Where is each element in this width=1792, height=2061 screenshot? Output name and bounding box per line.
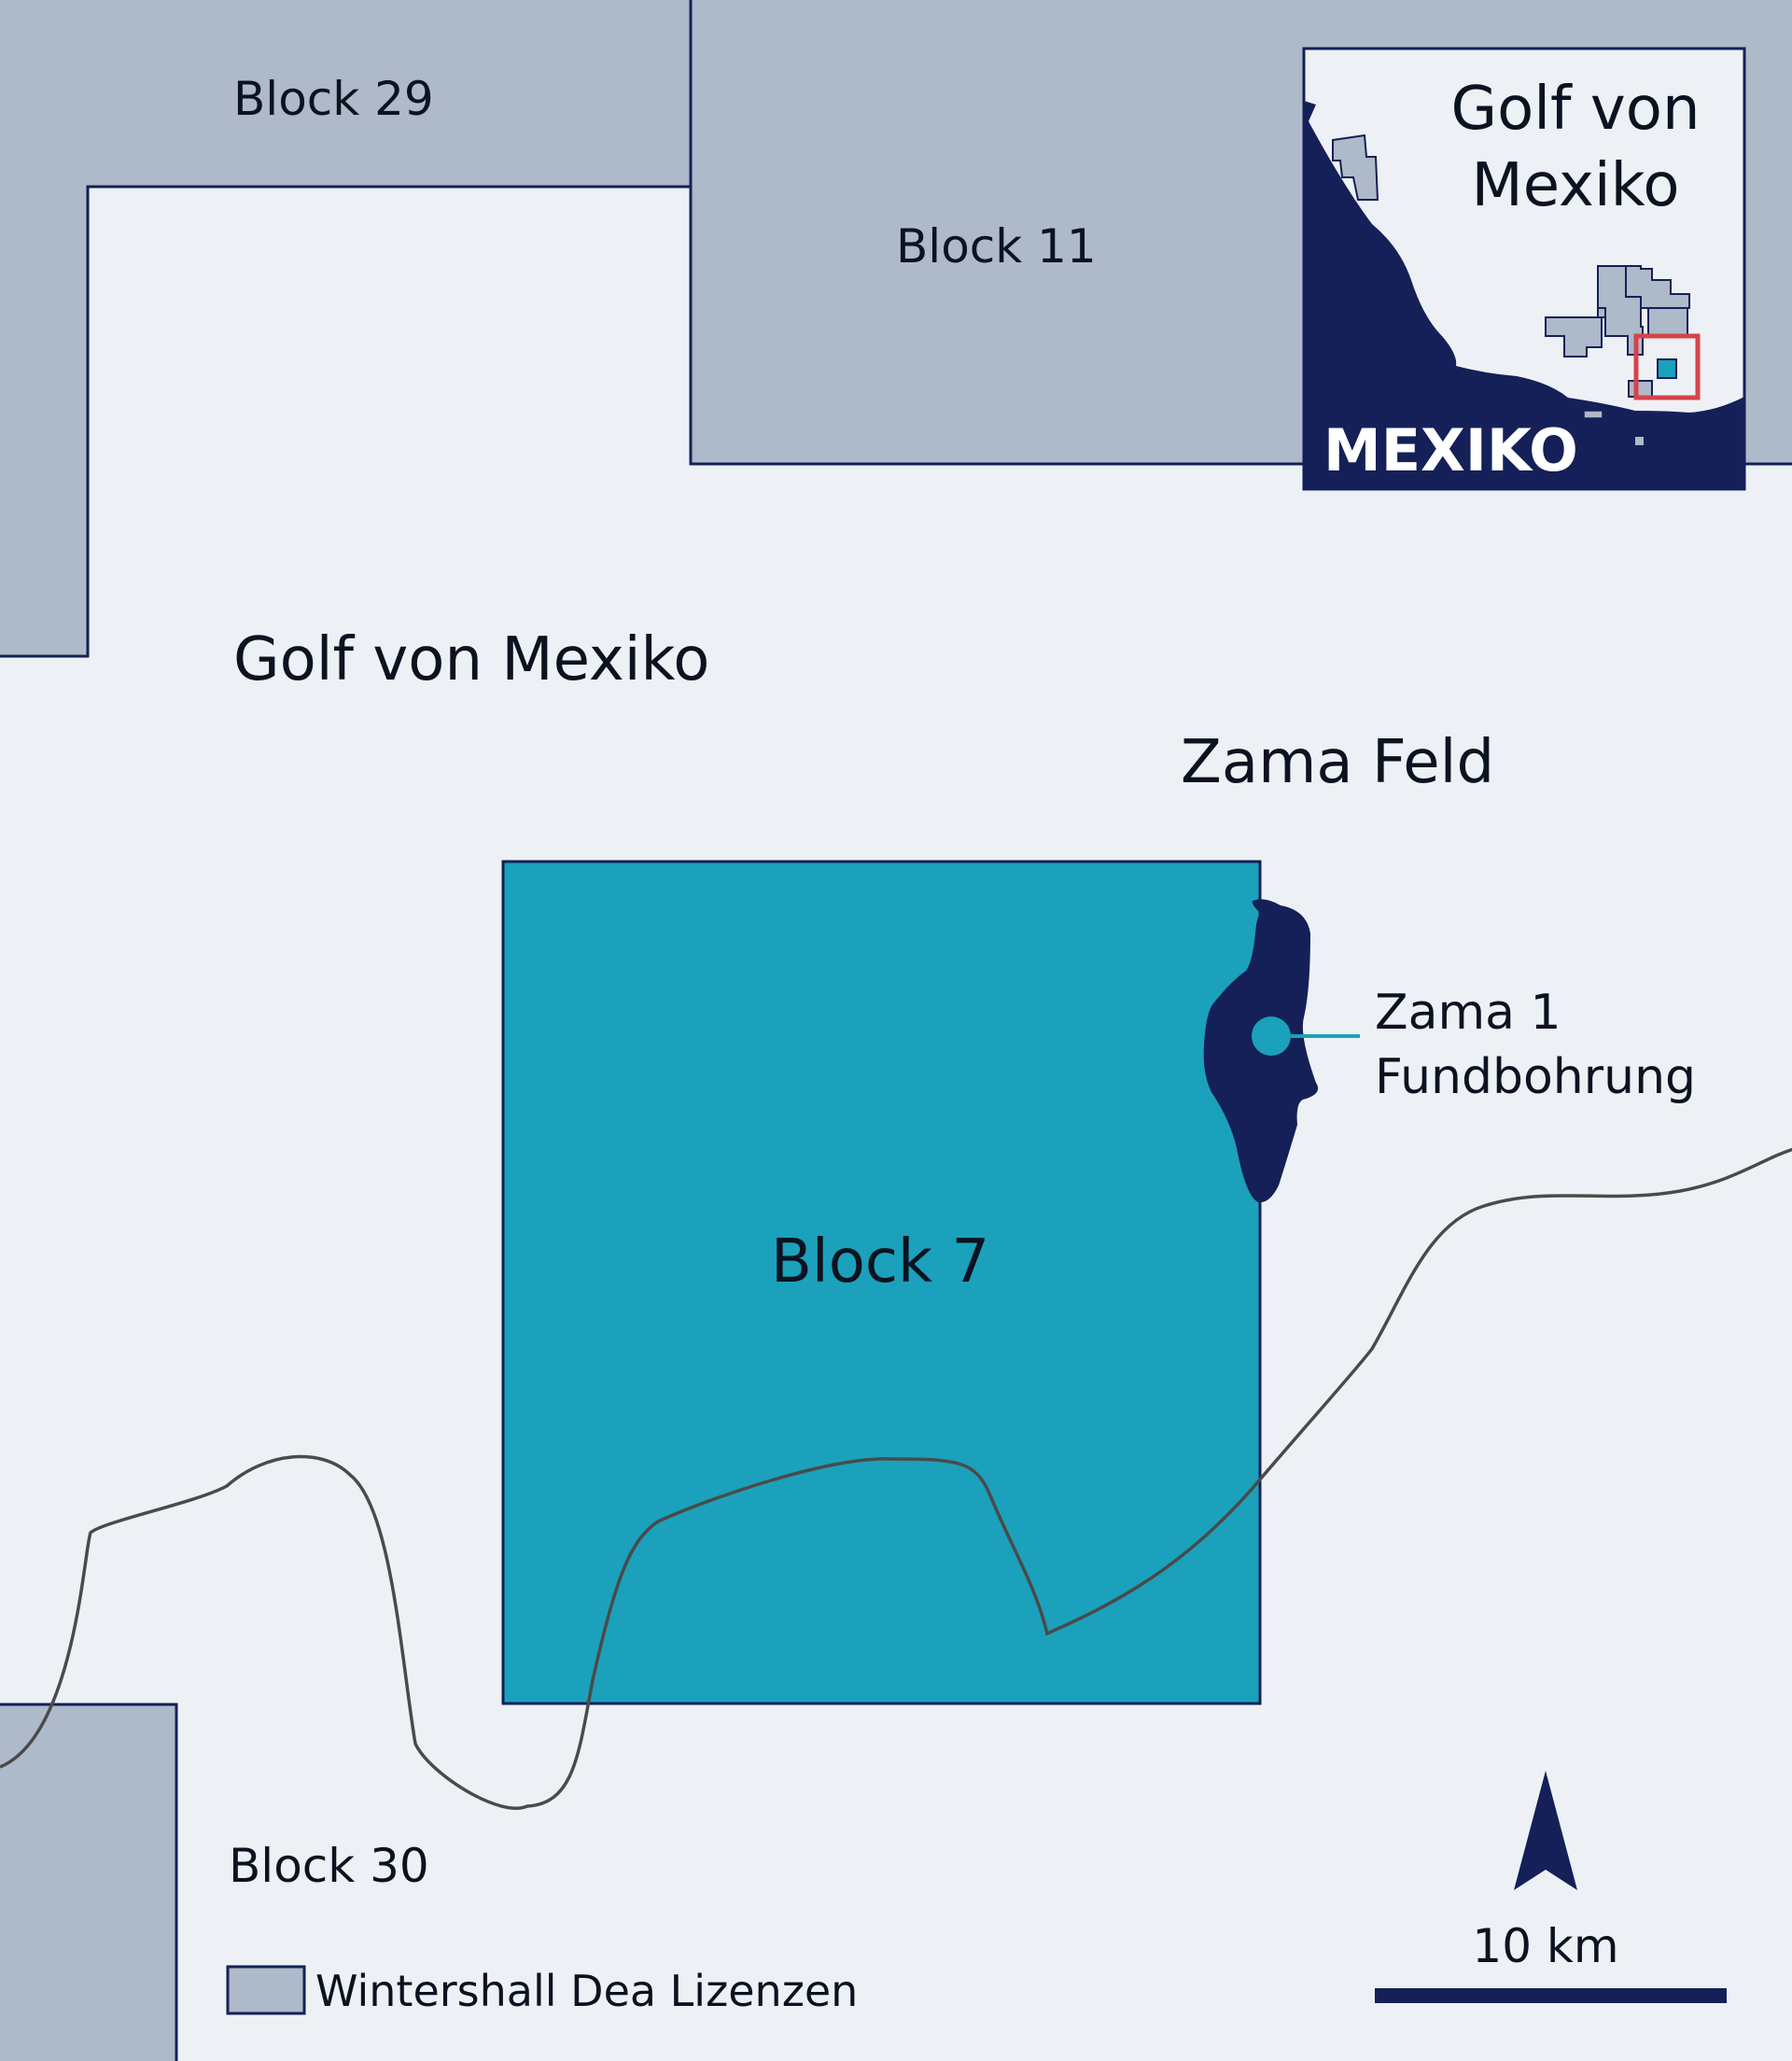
inset-license-small xyxy=(1583,410,1603,419)
region-label: Golf von Mexiko xyxy=(233,625,709,694)
block-11-label: Block 11 xyxy=(896,219,1097,273)
inset-license-north xyxy=(1597,265,1644,356)
field-label: Zama Feld xyxy=(1181,728,1494,797)
inset-license-east xyxy=(1647,307,1688,337)
legend-label: Wintershall Dea Lizenzen xyxy=(315,1966,858,2016)
block-7-label: Block 7 xyxy=(771,1227,989,1297)
scale-label: 10 km xyxy=(1472,1919,1618,1973)
inset-block-7 xyxy=(1657,358,1677,379)
block-7-area xyxy=(501,860,1262,1705)
inset-license-west2 xyxy=(1545,316,1603,358)
block-30-label: Block 30 xyxy=(229,1839,429,1893)
legend: Wintershall Dea Lizenzen xyxy=(226,1965,858,2016)
bathymetry-contour-line xyxy=(0,1147,1792,1810)
inset-title-line1: Golf von xyxy=(1451,75,1701,144)
block-29-label: Block 29 xyxy=(233,72,434,126)
inset-country-label: MEXIKO xyxy=(1323,416,1578,484)
well-label-line1: Zama 1 xyxy=(1375,985,1561,1041)
well-marker-icon xyxy=(1252,1016,1291,1056)
inset-highlight-box xyxy=(1633,333,1701,400)
inset-license-south xyxy=(1628,380,1653,398)
block-29-area xyxy=(0,0,693,658)
well-label-line2: Fundbohrung xyxy=(1375,1049,1696,1105)
legend-swatch xyxy=(226,1965,306,2015)
inset-license-west xyxy=(1332,133,1379,201)
scale-bar: 10 km xyxy=(1375,1919,1727,2003)
inset-island xyxy=(1635,437,1644,445)
north-arrow-icon xyxy=(1514,1771,1577,1890)
inset-land xyxy=(1304,101,1744,489)
block-30-area xyxy=(0,1703,178,2061)
inset-title-line2: Mexiko xyxy=(1471,151,1679,220)
inset-map: Golf von Mexiko MEXIKO xyxy=(1302,47,1746,491)
scale-bar-line xyxy=(1375,1988,1727,2003)
